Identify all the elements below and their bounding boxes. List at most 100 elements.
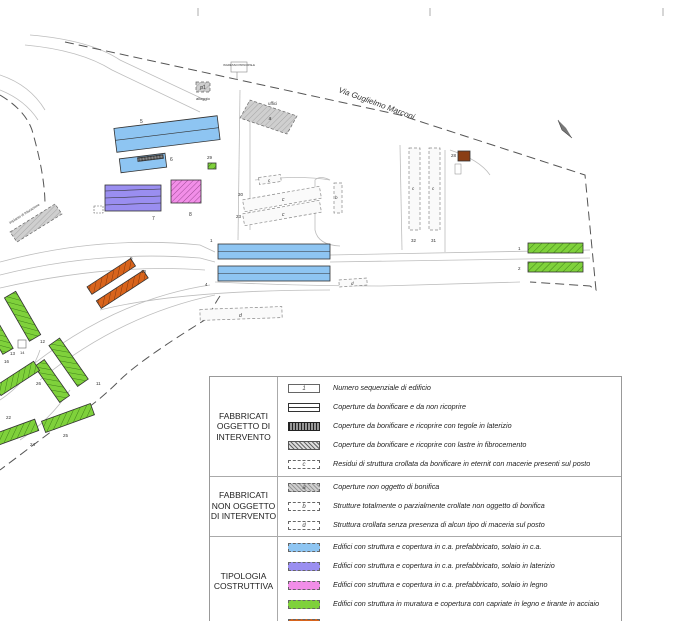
building-4-number: 4 <box>205 282 208 287</box>
building-6: 6 <box>118 152 173 174</box>
building-4: 4 <box>205 265 331 287</box>
legend-swatch-blue <box>288 543 320 552</box>
building-9-number: 9 <box>130 256 133 261</box>
building-26-number: 26 <box>36 381 42 386</box>
structure-31-number: 31 <box>431 238 437 243</box>
legend-row: Coperture da bonificare e ricoprire con … <box>278 417 620 436</box>
legend-text: Struttura crollata senza presenza di alc… <box>333 520 545 529</box>
legend: FABBRICATI OGGETTO DI INTERVENTO 1 Numer… <box>209 376 622 621</box>
legend-row: Coperture da bonificare e da non ricopri… <box>278 398 620 417</box>
legend-symbol-hatch-dark <box>288 422 320 431</box>
legend-swatch-purple <box>288 562 320 571</box>
building-11: 11 <box>48 337 101 388</box>
legend-symbol-dashed: b <box>288 502 320 511</box>
legend-text: Edifici con struttura in muratura e cope… <box>333 599 600 608</box>
building-12: 12 <box>3 290 46 344</box>
legend-swatch-orange <box>288 619 320 621</box>
structure-top-c-code: c <box>268 178 271 183</box>
structure-32-number: 32 <box>411 238 417 243</box>
structure-23-number: 23 <box>236 214 242 219</box>
building-22: 22 <box>0 415 40 446</box>
legend-symbol-number: 1 <box>288 384 320 393</box>
legend-text: Coperture da bonificare e da non ricopri… <box>333 402 467 411</box>
building-1: 1 <box>210 238 331 260</box>
legend-row: a Coperture non oggetto di bonifica <box>278 478 620 497</box>
building-14: 14 <box>17 339 27 355</box>
legend-symbol-double <box>288 403 320 412</box>
structure-23-code: c <box>282 212 285 218</box>
building-6-number: 6 <box>170 157 173 163</box>
legend-row: Edifici con struttura e copertura in c.a… <box>278 557 620 576</box>
frame-ticks <box>197 8 664 16</box>
legend-text: Edifici con struttura e copertura in c.a… <box>333 561 555 570</box>
street-label: Via Guglielmo Marconi <box>337 85 416 121</box>
legend-swatch-pink <box>288 581 320 590</box>
legend-row <box>278 614 620 621</box>
legend-group-title: FABBRICATI OGGETTO DI INTERVENTO <box>210 377 278 476</box>
building-9: 9 <box>86 256 137 295</box>
legend-group-oggetto: FABBRICATI OGGETTO DI INTERVENTO 1 Numer… <box>210 377 621 477</box>
structure-d-small: d <box>338 277 368 288</box>
north-arrow-icon <box>557 119 573 139</box>
building-22-number: 22 <box>6 415 12 420</box>
structure-30-number: 30 <box>238 192 244 197</box>
building-12-number: 12 <box>40 339 46 344</box>
structure-31: c 31 <box>428 147 441 243</box>
building-13: 13 <box>0 313 16 356</box>
legend-row: Edifici con struttura e copertura in c.a… <box>278 538 620 557</box>
structure-32: c 32 <box>408 147 421 243</box>
building-8: 8 <box>170 179 202 218</box>
entrance-gate: INGRESSO PRINCIPALE <box>223 61 255 80</box>
legend-text: Coperture da bonificare e ricoprire con … <box>333 421 512 430</box>
building-10-number: 10 <box>141 269 147 274</box>
building-16: 16 <box>0 359 41 397</box>
building-alloggio-label: alloggio <box>196 96 211 101</box>
building-11-number: 11 <box>96 381 101 386</box>
legend-row: Edifici con struttura e copertura in c.a… <box>278 576 620 595</box>
building-right-1: 1 <box>518 242 584 254</box>
legend-symbol-dashed: d <box>288 521 320 530</box>
legend-symbol-hatch-light <box>288 441 320 450</box>
gate-label: INGRESSO PRINCIPALE <box>223 63 255 67</box>
building-7: 7 <box>104 184 162 222</box>
structure-d-large-code: d <box>239 313 242 319</box>
legend-row: d Struttura crollata senza presenza di a… <box>278 516 620 535</box>
legend-group-title: TIPOLOGIA COSTRUTTIVA <box>210 536 278 621</box>
legend-row: 1 Numero sequenziale di edificio <box>278 379 620 398</box>
legend-symbol-gray: a <box>288 483 320 492</box>
building-uffici-code: a <box>269 116 272 122</box>
building-28-number: 28 <box>451 153 457 158</box>
building-24-number: 24 <box>30 442 36 447</box>
legend-text: Coperture non oggetto di bonifica <box>333 482 440 491</box>
building-right-2: 2 <box>518 261 584 273</box>
building-10: 10 <box>95 269 149 309</box>
legend-row: c Residui di struttura crollata da bonif… <box>278 455 620 474</box>
building-7-number: 7 <box>152 216 155 222</box>
building-right-2-number: 2 <box>518 266 521 271</box>
building-28: 28 <box>451 150 471 175</box>
structure-top-c: c <box>258 174 282 185</box>
building-29: 29 <box>207 155 217 170</box>
building-1-number: 1 <box>210 238 213 243</box>
building-25-number: 25 <box>63 433 69 438</box>
structure-d-small-code: d <box>351 281 354 286</box>
building-14-number: 14 <box>20 350 25 355</box>
legend-text: Residui di struttura crollata da bonific… <box>333 459 591 468</box>
structure-vertical-b: b <box>333 182 343 214</box>
legend-swatch-green <box>288 600 320 609</box>
legend-symbol-dashed: c <box>288 460 320 469</box>
legend-text: Edifici con struttura e copertura in c.a… <box>333 542 542 551</box>
structure-32-code: c <box>412 186 415 191</box>
building-13-number: 13 <box>10 351 16 356</box>
structure-vertical-b-code: b <box>335 195 338 200</box>
internal-roads <box>0 34 591 441</box>
building-5-number: 5 <box>140 119 143 125</box>
building-uffici-label: uffici <box>268 101 277 106</box>
building-right-1-number: 1 <box>518 246 521 251</box>
structure-30: c 30 <box>238 185 322 213</box>
building-alloggio: p1 alloggio <box>195 81 211 101</box>
legend-row: Edifici con struttura in muratura e cope… <box>278 595 620 614</box>
building-29-number: 29 <box>207 155 213 160</box>
